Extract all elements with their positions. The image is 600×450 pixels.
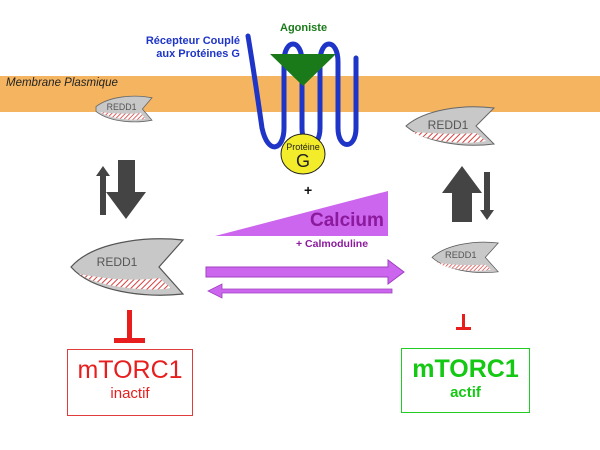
mtorc1-active-state: actif bbox=[450, 384, 481, 401]
plus-sign: + bbox=[304, 182, 313, 198]
left-thick-down-arrow bbox=[106, 160, 146, 219]
receptor-label-line1: Récepteur Couplé bbox=[145, 35, 240, 47]
receptor-label: Récepteur Couplé aux Protéines G bbox=[110, 35, 240, 61]
svg-text:REDD1: REDD1 bbox=[445, 250, 477, 260]
right-thick-up-arrow bbox=[442, 166, 482, 222]
redd1-middle-left: REDD1 bbox=[70, 238, 185, 296]
svg-text:REDD1: REDD1 bbox=[97, 255, 138, 269]
calcium-gradient-wedge bbox=[215, 191, 388, 236]
redd1-top-right: REDD1 bbox=[405, 106, 496, 146]
agonist-triangle bbox=[270, 54, 336, 86]
forward-arrow bbox=[205, 259, 405, 285]
calcium-label: Calcium bbox=[310, 210, 384, 231]
reverse-arrow bbox=[207, 283, 393, 299]
g-protein-label-top: Protéine bbox=[286, 142, 320, 152]
agonist-label: Agoniste bbox=[280, 22, 328, 34]
redd1-top-left: REDD1 bbox=[95, 95, 153, 123]
left-thin-up-arrow bbox=[96, 166, 110, 215]
membrane-label: Membrane Plasmique bbox=[6, 77, 118, 89]
g-protein-ellipse bbox=[280, 133, 326, 175]
left-equilibrium-arrows bbox=[96, 160, 146, 219]
receptor-label-line2: aux Protéines G bbox=[156, 48, 240, 60]
right-equilibrium-arrows bbox=[442, 166, 494, 222]
g-protein-label-letter: G bbox=[296, 151, 310, 171]
mtorc1-inactive-title: mTORC1 bbox=[77, 356, 183, 384]
inhibition-bar-active bbox=[456, 314, 471, 330]
inhibition-bar-inactive bbox=[114, 310, 145, 343]
mtorc1-inactive-box: mTORC1 inactif bbox=[67, 349, 193, 416]
right-thin-down-arrow bbox=[480, 172, 494, 220]
redd1-middle-right: REDD1 bbox=[431, 241, 499, 273]
svg-text:REDD1: REDD1 bbox=[428, 118, 469, 132]
mtorc1-inactive-state: inactif bbox=[110, 385, 150, 402]
calmodulin-label: + Calmoduline bbox=[296, 238, 369, 250]
mtorc1-active-title: mTORC1 bbox=[412, 355, 519, 383]
mtorc1-active-box: mTORC1 actif bbox=[401, 348, 530, 413]
svg-text:REDD1: REDD1 bbox=[107, 102, 137, 112]
